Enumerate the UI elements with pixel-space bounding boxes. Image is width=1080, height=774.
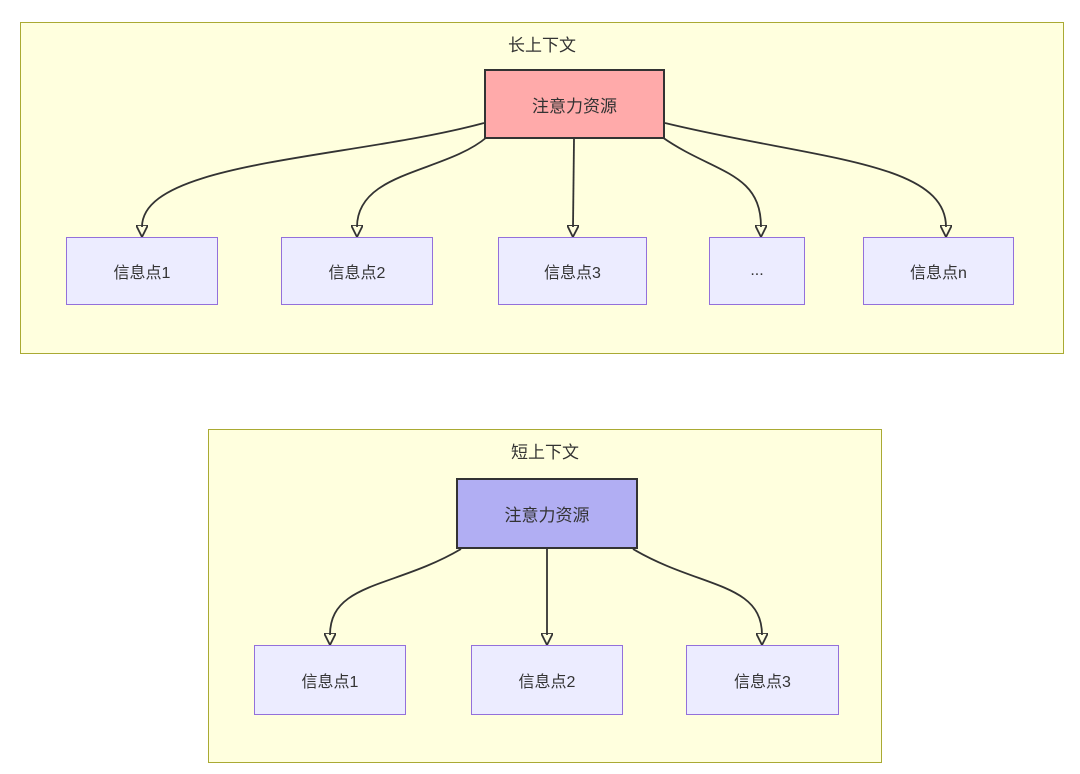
- info-point-node: 信息点3: [686, 645, 839, 715]
- info-point-node: 信息点1: [66, 237, 218, 305]
- cluster-title-short-context: 短上下文: [511, 443, 579, 462]
- arrow-long-to-info-2: [357, 136, 488, 227]
- cluster-title-long-context: 长上下文: [508, 36, 576, 55]
- arrow-long-to-info-1: [142, 122, 485, 227]
- arrow-long-to-info-n: [664, 122, 946, 227]
- info-point-node: 信息点n: [863, 237, 1014, 305]
- arrow-short-to-info-1: [330, 548, 462, 635]
- info-point-node: 信息点3: [498, 237, 647, 305]
- attention-resource-node-short: 注意力资源: [456, 478, 638, 549]
- arrow-long-to-info-3: [573, 138, 574, 227]
- cluster-short-context: 短上下文 注意力资源 信息点1 信息点2 信息点3: [208, 429, 882, 763]
- info-point-node: 信息点2: [471, 645, 623, 715]
- info-point-node: 信息点1: [254, 645, 406, 715]
- attention-resource-node-long: 注意力资源: [484, 69, 665, 139]
- arrow-short-to-info-3: [632, 548, 762, 635]
- info-point-node-ellipsis: ...: [709, 237, 805, 305]
- cluster-long-context: 长上下文 注意力资源 信息点1 信息点2 信息点3 ... 信息点n: [20, 22, 1064, 354]
- info-point-node: 信息点2: [281, 237, 433, 305]
- arrow-long-to-info-ellipsis: [661, 136, 761, 227]
